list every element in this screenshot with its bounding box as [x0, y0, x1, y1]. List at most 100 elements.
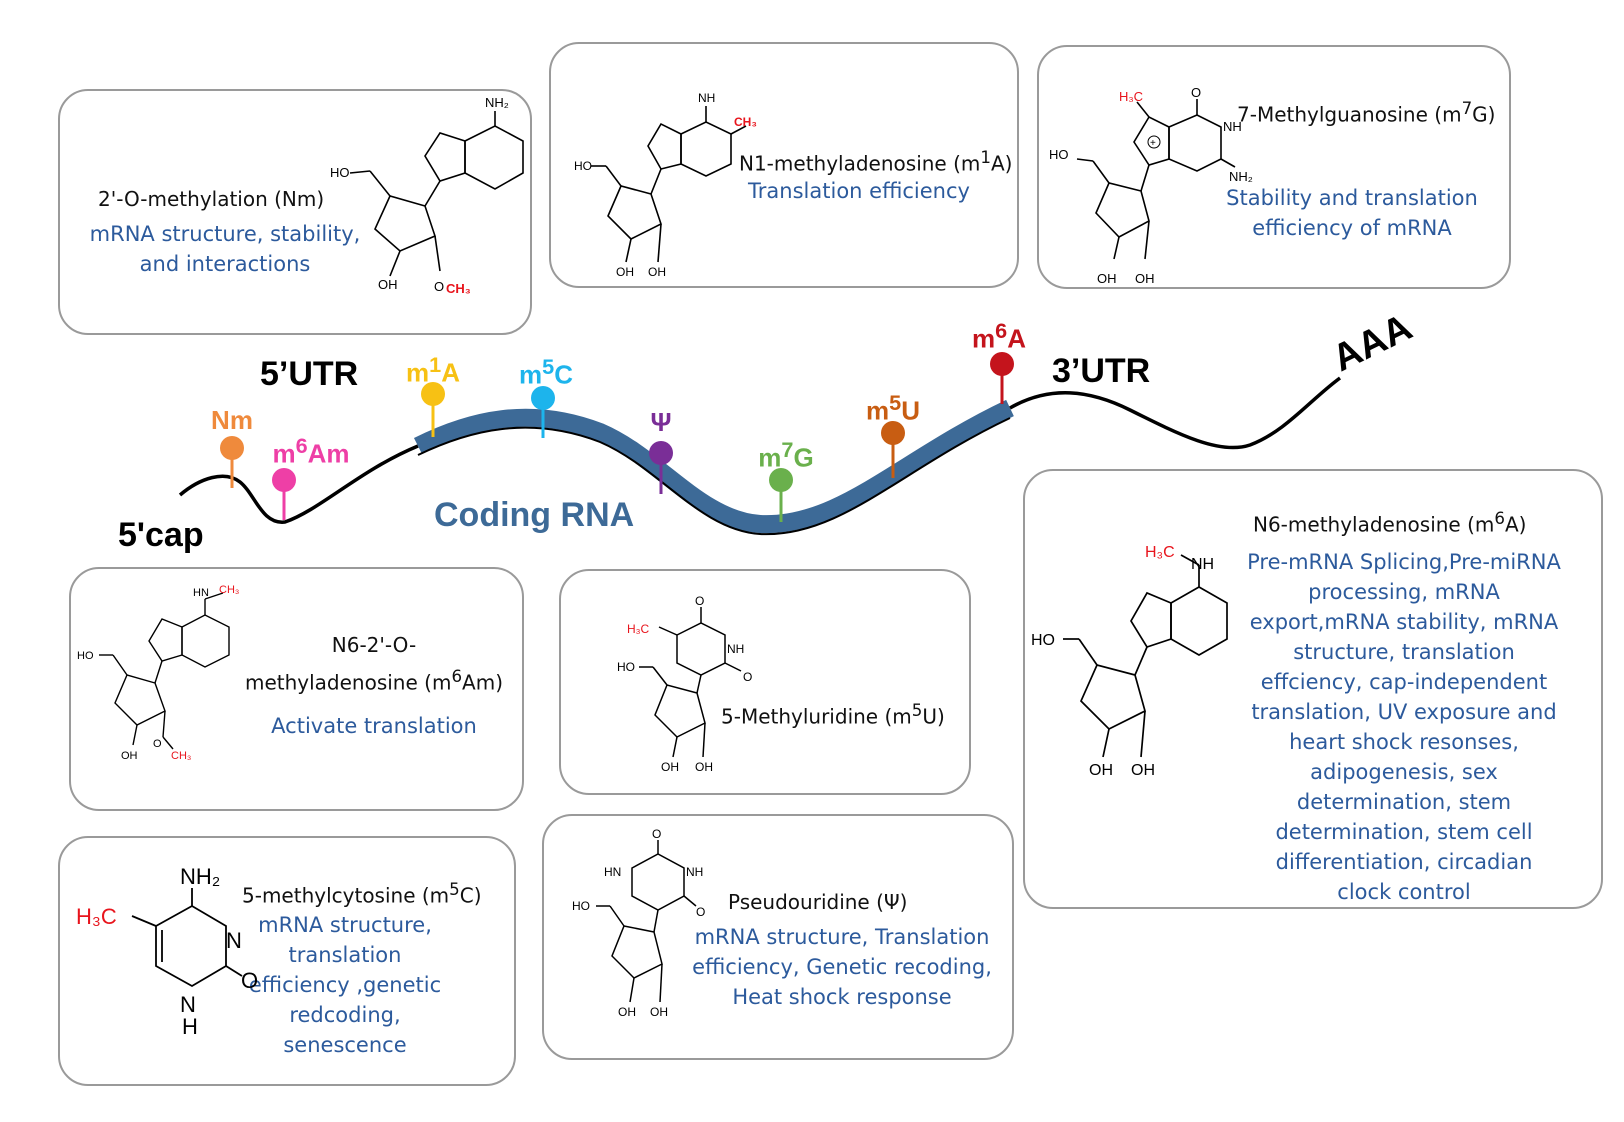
desc-line: Stability and translation	[1226, 186, 1478, 210]
marker-m5u	[881, 421, 905, 445]
svg-text:CH₃: CH₃	[734, 115, 757, 129]
utr3-label: 3’UTR	[1052, 352, 1151, 390]
rna-backbone-3utr	[1009, 376, 1342, 450]
rna-backbone-5utr	[178, 444, 419, 524]
svg-text:HN: HN	[193, 587, 209, 599]
desc-line: effciency, cap-independent	[1260, 670, 1548, 694]
svg-text:O: O	[652, 827, 661, 841]
m5c-structure: NH₂ H₃C N O N H	[76, 864, 258, 1039]
svg-text:OH: OH	[1131, 762, 1155, 779]
desc-line: determination, stem cell	[1275, 820, 1533, 844]
card-desc: mRNA structure, translation efficiency ,…	[230, 910, 460, 1060]
card-title: N1-methyladenosine (m1A)	[739, 148, 1013, 176]
desc-line: Activate translation	[271, 714, 477, 738]
card-desc: Pre-mRNA Splicing,Pre-miRNA processing, …	[1229, 547, 1579, 907]
card-desc: Translation efficiency	[719, 176, 999, 206]
m7g-structure: + H₃C O NH NH₂ HO OH OH	[1049, 85, 1253, 286]
desc-line: and interactions	[139, 252, 311, 276]
marker-psi	[649, 441, 673, 465]
svg-text:OH: OH	[648, 265, 666, 279]
svg-text:O: O	[1191, 85, 1201, 100]
m1a-structure: NH CH₃ HO OH OH	[574, 91, 757, 279]
svg-text:OH: OH	[1097, 271, 1117, 286]
svg-text:H: H	[182, 1014, 198, 1039]
desc-line: mRNA structure, stability,	[89, 222, 361, 246]
card-m7g: 7-Methylguanosine (m7G) Stability and tr…	[1037, 45, 1511, 289]
svg-text:OH: OH	[1089, 762, 1113, 779]
svg-text:H₃C: H₃C	[627, 622, 650, 636]
svg-text:NH₂: NH₂	[180, 864, 220, 889]
card-title: N6-2'-O-methyladenosine (m6Am)	[244, 633, 504, 695]
svg-text:HO: HO	[77, 650, 94, 662]
svg-text:NH₂: NH₂	[1229, 169, 1253, 184]
svg-text:O: O	[695, 594, 704, 608]
marker-label-m6am: m6Am	[272, 433, 350, 469]
marker-dots	[220, 352, 1014, 492]
svg-text:N: N	[226, 928, 242, 953]
card-desc: mRNA structure, Translation efficiency, …	[682, 922, 1002, 1012]
marker-label-nm: Nm	[211, 405, 253, 435]
desc-line: processing, mRNA	[1308, 580, 1500, 604]
card-desc: Activate translation	[239, 711, 509, 741]
svg-text:O: O	[696, 905, 705, 919]
svg-text:NH: NH	[698, 91, 715, 105]
desc-line: differentiation, circadian	[1275, 850, 1533, 874]
svg-text:NH: NH	[727, 642, 744, 656]
card-title: 5-methylcytosine (m5C)	[242, 880, 482, 908]
desc-line: mRNA structure,	[258, 913, 432, 937]
card-nm: 2'-O-methylation (Nm) mRNA structure, st…	[58, 89, 532, 335]
card-desc: mRNA structure, stability, and interacti…	[70, 219, 380, 279]
svg-text:NH: NH	[686, 865, 703, 879]
card-m6a: N6-methyladenosine (m6A) Pre-mRNA Splici…	[1023, 469, 1603, 909]
desc-line: efficiency ,genetic	[248, 973, 442, 997]
svg-text:OH: OH	[650, 1005, 668, 1019]
desc-line: efficiency of mRNA	[1252, 216, 1452, 240]
desc-line: translation, UV exposure and	[1251, 700, 1557, 724]
svg-text:H₃C: H₃C	[1145, 544, 1175, 561]
marker-m6am	[272, 468, 296, 492]
svg-text:HO: HO	[1049, 147, 1069, 162]
desc-line: clock control	[1337, 880, 1471, 904]
svg-text:OH: OH	[695, 760, 713, 774]
svg-text:NH: NH	[1223, 119, 1242, 134]
marker-label-psi: Ψ	[650, 407, 672, 437]
card-psi: Pseudouridine (Ψ) mRNA structure, Transl…	[542, 814, 1014, 1060]
svg-text:OH: OH	[616, 265, 634, 279]
svg-text:CH₃: CH₃	[171, 750, 191, 762]
svg-text:NH₂: NH₂	[485, 95, 509, 110]
svg-text:OH: OH	[618, 1005, 636, 1019]
card-title: 2'-O-methylation (Nm)	[98, 187, 325, 211]
svg-text:HN: HN	[604, 865, 621, 879]
rna-backbone-coding-shadow	[417, 417, 1011, 536]
desc-line: redcoding,	[289, 1003, 401, 1027]
marker-m7g	[769, 468, 793, 492]
desc-line: mRNA structure, Translation	[694, 925, 990, 949]
nm-structure: NH₂ HO OH O CH₃	[330, 95, 524, 296]
desc-line: translation	[288, 943, 402, 967]
desc-line: Translation efficiency	[748, 179, 970, 203]
marker-label-m5u: m5U	[866, 390, 920, 426]
card-title: 7-Methylguanosine (m7G)	[1237, 99, 1496, 127]
marker-m6a	[990, 352, 1014, 376]
svg-text:+: +	[1150, 138, 1156, 149]
svg-text:HO: HO	[1031, 632, 1055, 649]
marker-label-m1a: m1A	[406, 352, 460, 388]
desc-line: structure, translation	[1293, 640, 1515, 664]
svg-text:HO: HO	[574, 159, 592, 173]
svg-text:HO: HO	[572, 899, 590, 913]
psi-structure: O HN NH O HO OH OH	[572, 827, 705, 1019]
marker-m1a	[421, 382, 445, 406]
desc-line: efficiency, Genetic recoding,	[692, 955, 992, 979]
marker-nm	[220, 436, 244, 460]
svg-text:OH: OH	[661, 760, 679, 774]
card-title: Pseudouridine (Ψ)	[728, 890, 908, 914]
desc-line: adipogenesis, sex	[1310, 760, 1498, 784]
card-m6am: N6-2'-O-methyladenosine (m6Am) Activate …	[69, 567, 524, 811]
desc-line: senescence	[283, 1033, 407, 1057]
m5u-structure: O NH O H₃C HO OH OH	[617, 594, 752, 774]
card-m1a: N1-methyladenosine (m1A) Translation eff…	[549, 42, 1019, 288]
card-m5u: 5-Methyluridine (m5U) O NH O H₃C HO OH O…	[559, 569, 971, 795]
utr5-label: 5’UTR	[260, 355, 359, 393]
